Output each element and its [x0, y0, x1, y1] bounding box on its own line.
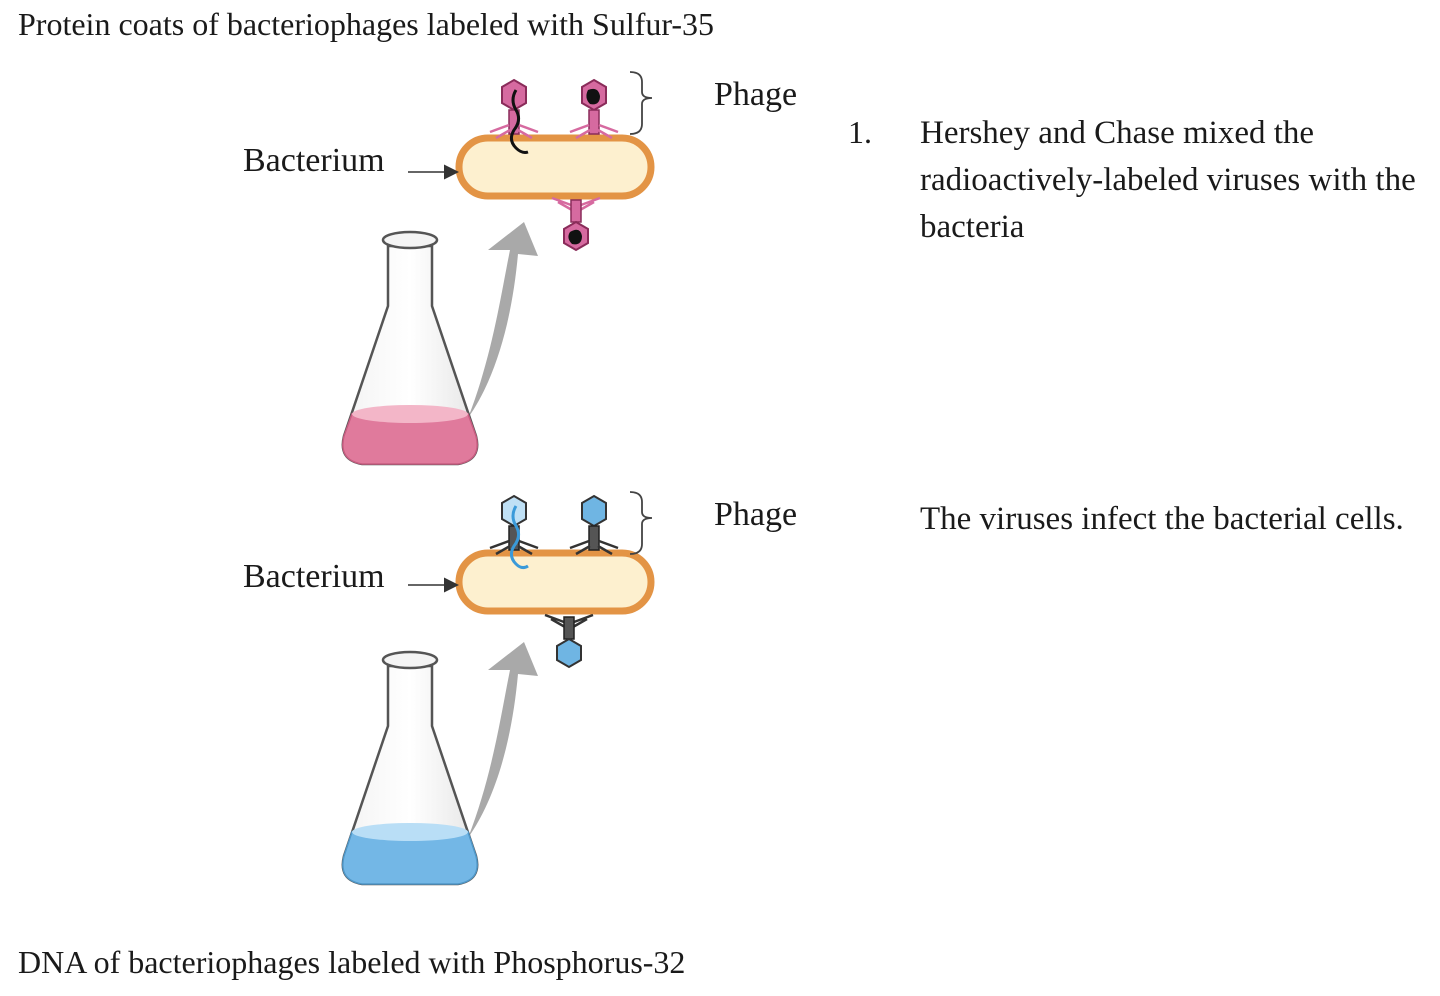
phage-icon	[544, 613, 594, 669]
phage-icon	[489, 78, 539, 154]
transfer-arrow	[468, 222, 538, 418]
panel-phosphorus	[341, 491, 655, 886]
phage-label-top: Phage	[714, 76, 798, 113]
step-2-text: The viruses infect the bacterial cells.	[920, 501, 1404, 537]
phage-brace	[629, 71, 653, 135]
panel-sulfur	[341, 71, 655, 466]
transfer-arrow	[468, 642, 538, 838]
bacterium-cell	[455, 549, 655, 615]
flask-icon	[341, 230, 479, 466]
title-sulfur: Protein coats of bacteriophages labeled …	[18, 6, 715, 42]
flask-icon	[341, 650, 479, 886]
title-phosphorus: DNA of bacteriophages labeled with Phosp…	[18, 944, 686, 980]
bacterium-label-bottom: Bacterium	[243, 558, 385, 595]
phage-label-bottom: Phage	[714, 496, 798, 533]
phage-icon	[569, 494, 619, 556]
phage-brace	[629, 491, 653, 555]
phage-icon	[489, 494, 539, 570]
step-1-number: 1.	[848, 114, 872, 150]
step-1-text: Hershey and Chase mixed the radioactivel…	[920, 115, 1416, 245]
bacterium-label-top: Bacterium	[243, 142, 385, 179]
phage-icon	[551, 196, 601, 252]
phage-icon	[569, 78, 619, 140]
bacterium-cell	[455, 134, 655, 200]
